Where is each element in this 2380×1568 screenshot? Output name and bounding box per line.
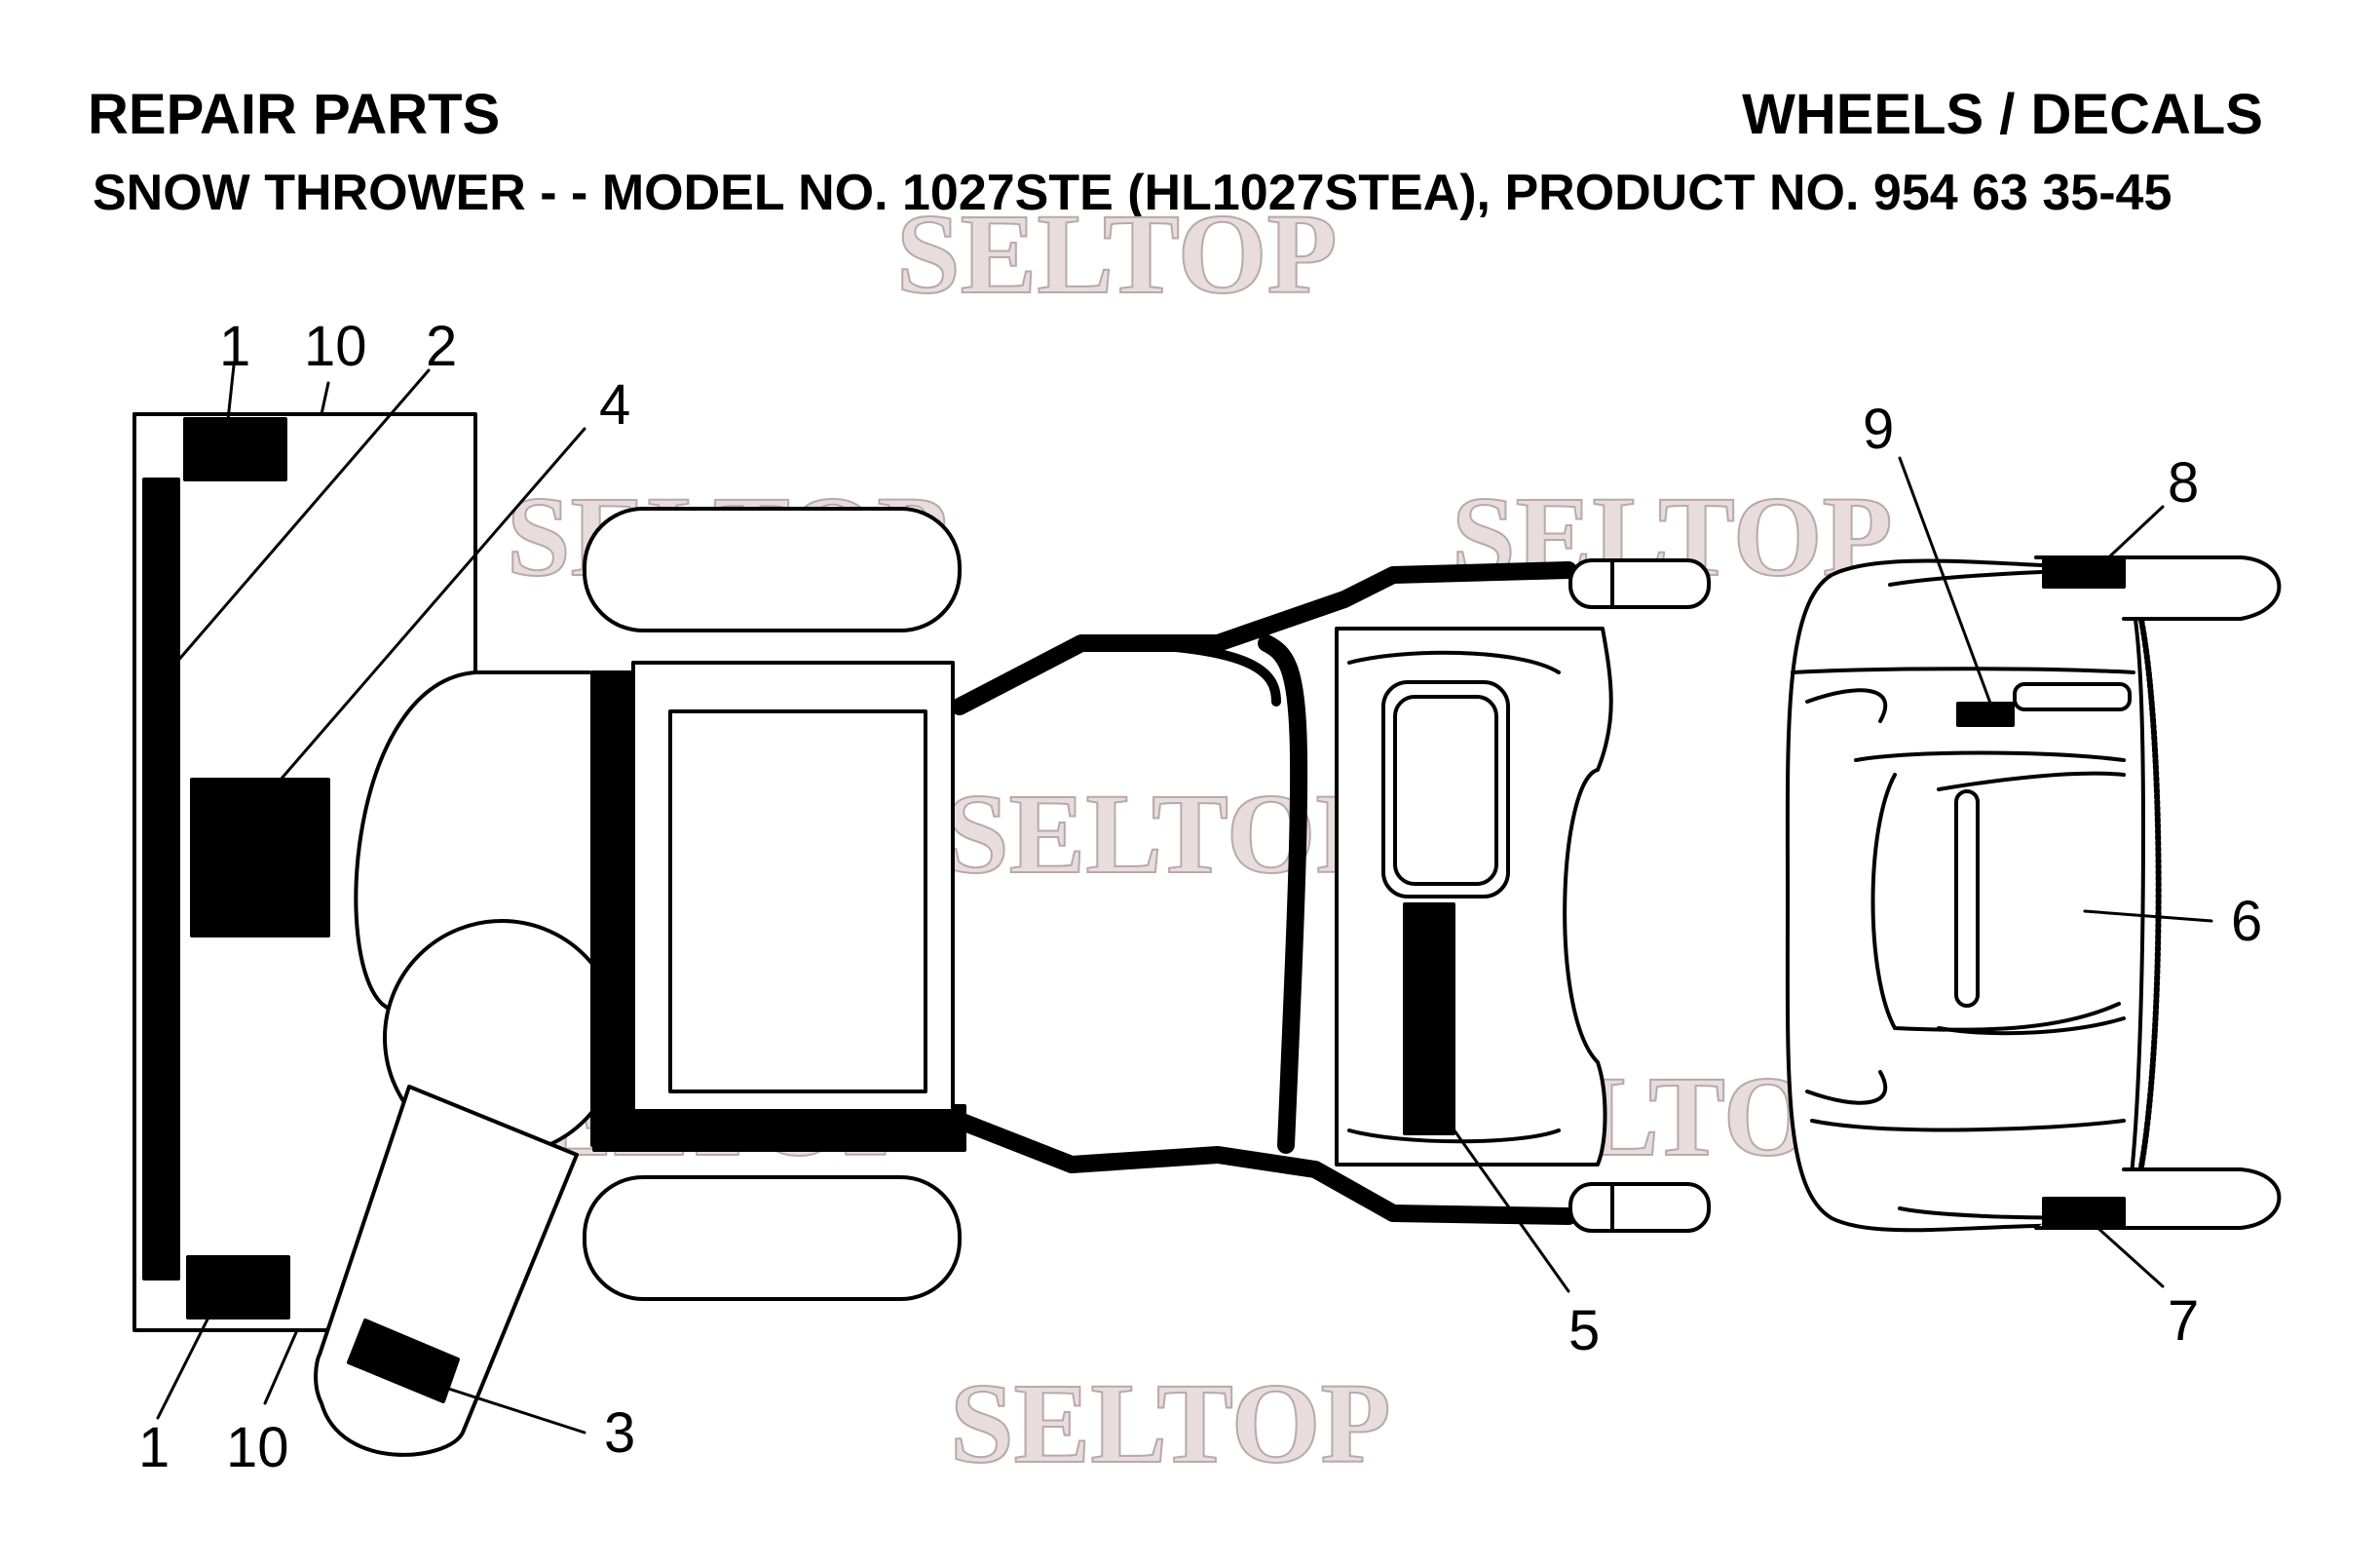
engine-rear-view <box>1785 555 2282 1233</box>
discharge-chute <box>314 1085 579 1457</box>
page-title: REPAIR PARTS <box>88 83 501 146</box>
decal-7 <box>2042 1197 2126 1230</box>
decal-2 <box>142 478 180 1281</box>
callout-2: 2 <box>426 315 457 378</box>
watermark: SELTOP <box>896 190 1338 318</box>
frame-tube-center <box>1258 634 1308 1154</box>
callout-4: 4 <box>599 373 630 437</box>
decal-3 <box>347 1319 460 1403</box>
wheel-top <box>583 507 962 632</box>
callout-7: 7 <box>2168 1289 2199 1353</box>
control-panel <box>1335 627 1613 1166</box>
leader-lines <box>156 363 2213 1434</box>
decal-1-bottom <box>186 1255 290 1319</box>
callout-1-bottom: 1 <box>138 1416 170 1479</box>
decal-1-top <box>183 417 287 481</box>
callout-10-top: 10 <box>304 315 367 378</box>
watermark: SELTOP <box>950 1359 1391 1487</box>
frame-bar <box>590 670 635 1147</box>
callout-8: 8 <box>2168 451 2199 515</box>
callout-9: 9 <box>1863 398 1894 461</box>
callout-1-top: 1 <box>219 315 250 378</box>
callout-5: 5 <box>1568 1299 1600 1362</box>
frame-bar-bottom <box>592 1104 966 1152</box>
watermark: SELTOP <box>945 770 1386 898</box>
decal-4 <box>190 778 330 937</box>
engine-cover <box>668 709 927 1093</box>
frame-tube-top <box>951 561 1577 715</box>
frame-tube-bottom <box>951 1112 1577 1225</box>
decal-8 <box>2042 555 2126 589</box>
handle-grip-bottom <box>1568 1182 1711 1233</box>
wheel-bottom <box>583 1175 962 1301</box>
model-subtitle: SNOW THROWER - - MODEL NO. 1027STE (HL10… <box>93 165 2172 221</box>
callout-6: 6 <box>2231 890 2262 953</box>
callout-10-bottom: 10 <box>226 1416 289 1479</box>
auger-housing <box>132 412 477 1332</box>
decal-5 <box>1403 902 1455 1135</box>
section-title: WHEELS / DECALS <box>1742 83 2263 146</box>
callouts: 1 10 2 4 1 10 3 9 8 6 5 7 <box>138 315 2262 1479</box>
decal-9 <box>1956 702 2015 727</box>
handle-grip-top <box>1568 558 1711 609</box>
callout-3: 3 <box>604 1401 635 1465</box>
engine-block <box>631 661 955 1113</box>
